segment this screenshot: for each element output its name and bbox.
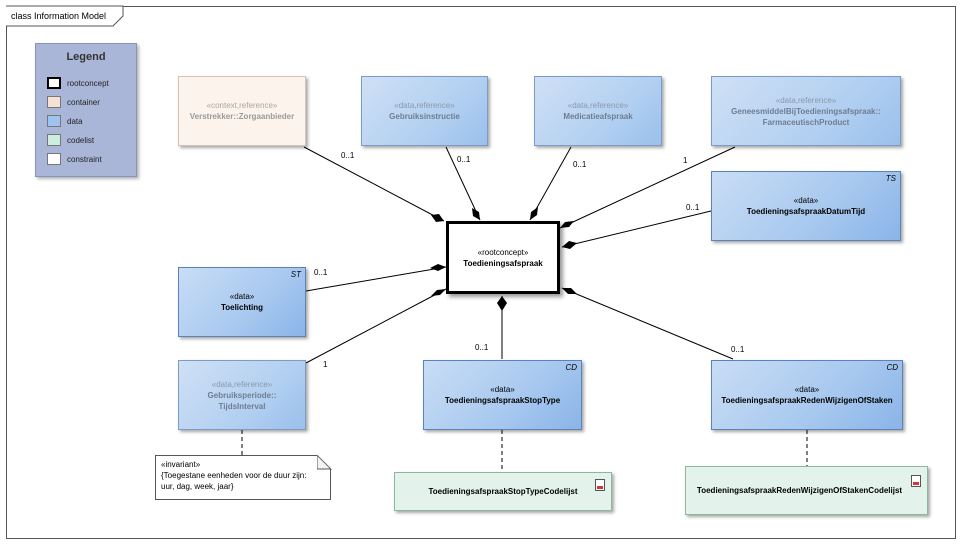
- legend-label: codelist: [67, 136, 95, 145]
- codelist-document-icon: [595, 479, 605, 491]
- class-stereotype: «data,reference»: [775, 95, 837, 105]
- assoc-geneesmiddel: [559, 146, 736, 229]
- class-name: GeneesmiddelBijToedieningsafspraak::: [731, 106, 881, 116]
- class-name: Verstrekker::Zorgaanbieder: [189, 112, 295, 121]
- codelist-name: ToedieningsafspraakStopTypeCodelijst: [428, 487, 578, 496]
- assoc-datumtijd: [561, 210, 712, 248]
- class-name: Gebruiksperiode::: [207, 390, 277, 400]
- legend-swatch-rootconcept: [47, 77, 61, 89]
- multiplicity-gebruiksperiode: 1: [323, 360, 328, 369]
- class-name: ToedieningsafspraakRedenWijzigenOfStaken: [721, 396, 893, 405]
- diamond-geneesmiddel: [560, 221, 574, 228]
- diamond-gebruiksperiode: [431, 289, 446, 296]
- multiplicity-datumtijd: 0..1: [686, 203, 700, 212]
- legend-swatch-container: [47, 96, 61, 108]
- class-stereotype: «rootconcept»: [477, 247, 529, 257]
- diamond-gebruiksinstructie: [472, 208, 480, 220]
- class-medicatieafspraak[interactable]: «data,reference» Medicatieafspraak: [534, 76, 662, 146]
- class-stoptype[interactable]: CD «data» ToedieningsafspraakStopType: [423, 360, 582, 430]
- multiplicity-geneesmiddel: 1: [683, 156, 688, 165]
- diamond-redenwijzigen: [562, 288, 577, 294]
- diamond-datumtijd: [562, 241, 577, 249]
- class-name: Gebruiksinstructie: [389, 112, 460, 121]
- class-stereotype: «context,reference»: [206, 101, 278, 110]
- codelist-name: ToedieningsafspraakRedenWijzigenOfStaken…: [696, 486, 903, 495]
- class-gebruiksperiode[interactable]: «data,reference» Gebruiksperiode:: Tijds…: [178, 360, 306, 430]
- legend-swatch-codelist: [47, 134, 61, 146]
- class-stereotype: «data»: [794, 385, 820, 394]
- multiplicity-stoptype: 0..1: [475, 343, 489, 352]
- class-stereotype: «data,reference»: [394, 101, 455, 110]
- legend-label: data: [67, 117, 83, 126]
- class-root-toedieningsafspraak[interactable]: «rootconcept» Toedieningsafspraak: [446, 221, 560, 294]
- class-stereotype: «data»: [793, 196, 819, 205]
- class-stereotype: «data»: [229, 292, 255, 301]
- assoc-verstrekker: [303, 146, 445, 222]
- assoc-redenwijzigen: [561, 287, 734, 360]
- note-line: «invariant»: [161, 460, 201, 469]
- legend-swatch-constraint: [47, 153, 61, 165]
- legend-swatch-data: [47, 115, 61, 127]
- diamond-medicatieafspraak: [530, 207, 538, 220]
- class-gebruiksinstructie[interactable]: «data,reference» Gebruiksinstructie: [361, 76, 488, 146]
- multiplicity-verstrekker: 0..1: [341, 151, 355, 160]
- multiplicity-medicatieafspraak: 0..1: [573, 160, 587, 169]
- assoc-gebruiksperiode: [305, 288, 447, 364]
- class-geneesmiddel[interactable]: «data,reference» GeneesmiddelBijToedieni…: [711, 76, 901, 146]
- class-name-line2: TijdsInterval: [218, 401, 266, 411]
- legend-title: Legend: [66, 51, 106, 63]
- legend-label: rootconcept: [67, 79, 109, 88]
- legend-label: constraint: [67, 155, 102, 164]
- class-datumtijd[interactable]: TS «data» ToedieningsafspraakDatumTijd: [711, 171, 901, 241]
- diamond-stoptype: [497, 296, 507, 311]
- frame-title: class Information Model: [11, 11, 107, 21]
- class-verstrekker[interactable]: «context,reference» Verstrekker::Zorgaan…: [178, 76, 306, 146]
- frame-tab: [6, 5, 124, 27]
- invariant-note[interactable]: «invariant» {Toegestane eenheden voor de…: [155, 455, 331, 500]
- multiplicity-gebruiksinstructie: 0..1: [457, 155, 471, 164]
- diamond-verstrekker: [431, 214, 444, 222]
- legend-label: container: [67, 98, 100, 107]
- class-name: Toelichting: [220, 303, 264, 312]
- class-name: Toedieningsafspraak: [463, 258, 543, 268]
- class-stereotype: «data»: [490, 385, 515, 394]
- codelist-redenwijzigen[interactable]: ToedieningsafspraakRedenWijzigenOfStaken…: [685, 466, 928, 515]
- class-redenwijzigen[interactable]: CD «data» ToedieningsafspraakRedenWijzig…: [711, 360, 903, 430]
- diagram-frame: [6, 6, 956, 539]
- class-toelichting[interactable]: ST «data» Toelichting: [178, 267, 306, 337]
- class-name: ToedieningsafspraakDatumTijd: [746, 207, 866, 216]
- class-type-tag: CD: [565, 363, 577, 372]
- class-type-tag: ST: [290, 270, 301, 279]
- assoc-toelichting: [305, 266, 447, 292]
- codelist-document-icon: [911, 475, 921, 487]
- note-line: uur, dag, week, jaar}: [161, 482, 234, 491]
- diamond-toelichting: [430, 264, 446, 271]
- class-stereotype: «data,reference»: [567, 101, 629, 110]
- codelist-stoptype[interactable]: ToedieningsafspraakStopTypeCodelijst: [394, 472, 612, 511]
- multiplicity-toelichting: 0..1: [314, 268, 328, 277]
- class-type-tag: TS: [885, 174, 896, 183]
- legend: Legend rootconcept container data codeli…: [35, 43, 137, 177]
- class-stereotype: «data,reference»: [211, 379, 273, 389]
- class-name-line2: FarmaceutischProduct: [762, 117, 850, 127]
- note-line: {Toegestane eenheden voor de duur zijn:: [161, 471, 307, 480]
- class-name: Medicatieafspraak: [563, 112, 633, 121]
- class-name: ToedieningsafspraakStopType: [444, 396, 561, 405]
- assoc-gebruiksinstructie: [445, 146, 481, 221]
- note-fold-icon: [317, 455, 332, 470]
- class-type-tag: CD: [886, 363, 898, 372]
- assoc-medicatieafspraak: [529, 146, 572, 221]
- multiplicity-redenwijzigen: 0..1: [731, 345, 745, 354]
